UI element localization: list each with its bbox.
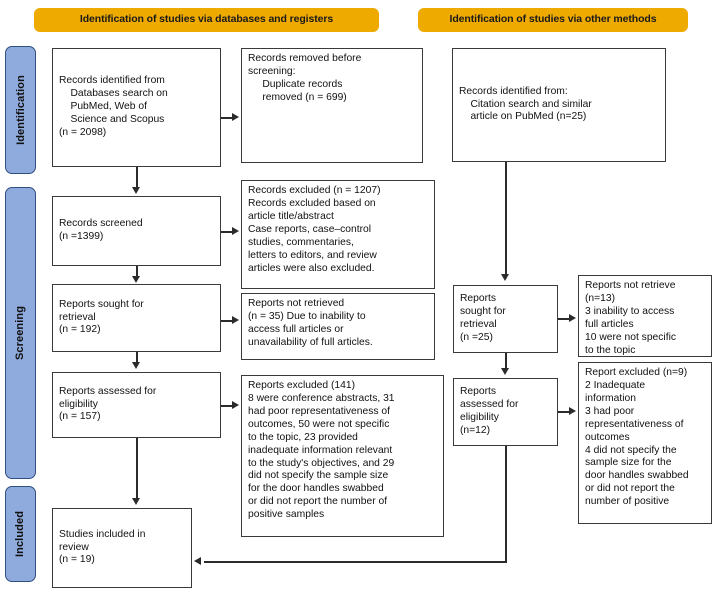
box-studies-included-review: Studies included in review (n = 19) — [52, 508, 192, 588]
arrowhead-screened-to-excluded — [232, 227, 239, 235]
connector-identified-to-screened — [136, 167, 138, 189]
arrowhead-sought-to-assessed — [132, 362, 140, 369]
connector-sought-to-assessed — [136, 352, 138, 364]
arrowhead-right-assessed-to-included — [194, 557, 201, 565]
box-reports-excluded-right: Report excluded (n=9) 2 Inadequate infor… — [578, 362, 712, 524]
stage-label-included: Included — [5, 486, 36, 582]
stage-label-included-text: Included — [14, 510, 27, 558]
box-records-screened: Records screened (n =1399) — [52, 196, 221, 266]
header-other-methods: Identification of studies via other meth… — [418, 8, 688, 32]
arrowhead-other-identified-to-sought — [501, 274, 509, 281]
box-reports-not-retrieved-right: Reports not retrieve (n=13) 3 inability … — [578, 275, 712, 357]
connector-screened-to-sought — [136, 266, 138, 278]
header-databases-and-registers: Identification of studies via databases … — [34, 8, 379, 32]
connector-identified-to-removed — [221, 117, 234, 119]
box-records-identified-other: Records identified from: Citation search… — [452, 48, 666, 162]
connector-sought-to-not-retrieved — [221, 320, 234, 322]
box-reports-assessed-eligibility: Reports assessed for eligibility (n = 15… — [52, 372, 221, 438]
box-reports-sought-retrieval: Reports sought for retrieval (n = 192) — [52, 284, 221, 352]
connector-right-assessed-to-excluded — [558, 411, 571, 413]
stage-label-identification-text: Identification — [14, 75, 27, 145]
stage-label-identification: Identification — [5, 46, 36, 174]
connector-screened-to-excluded — [221, 231, 234, 233]
box-reports-sought-retrieval-right: Reports sought for retrieval (n =25) — [453, 285, 558, 353]
connector-right-sought-to-assessed — [505, 353, 507, 369]
arrowhead-sought-to-not-retrieved — [232, 316, 239, 324]
box-reports-assessed-eligibility-right: Reports assessed for eligibility (n=12) — [453, 378, 558, 446]
arrowhead-identified-to-removed — [232, 113, 239, 121]
arrowhead-right-sought-to-assessed — [501, 368, 509, 375]
arrowhead-assessed-to-included — [132, 498, 140, 505]
connector-other-identified-to-sought — [505, 162, 507, 275]
box-reports-not-retrieved-left: Reports not retrieved (n = 35) Due to in… — [241, 293, 435, 360]
connector-right-assessed-to-included-vertical — [505, 446, 507, 563]
connector-assessed-to-excluded — [221, 405, 234, 407]
box-records-removed-before-screening: Records removed before screening: Duplic… — [241, 48, 423, 163]
connector-assessed-to-included — [136, 438, 138, 498]
connector-right-sought-to-not-retrieved — [558, 318, 571, 320]
arrowhead-right-sought-to-not-retrieved — [569, 314, 576, 322]
arrowhead-assessed-to-excluded — [232, 401, 239, 409]
arrowhead-identified-to-screened — [132, 187, 140, 194]
box-records-identified-databases: Records identified from Databases search… — [52, 48, 221, 167]
connector-right-assessed-to-included-horizontal — [204, 561, 507, 563]
stage-label-screening-text: Screening — [14, 305, 27, 361]
box-reports-excluded-left: Reports excluded (141) 8 were conference… — [241, 375, 444, 537]
arrowhead-screened-to-sought — [132, 276, 140, 283]
stage-label-screening: Screening — [5, 187, 36, 479]
arrowhead-right-assessed-to-excluded — [569, 407, 576, 415]
box-records-excluded: Records excluded (n = 1207) Records excl… — [241, 180, 435, 289]
